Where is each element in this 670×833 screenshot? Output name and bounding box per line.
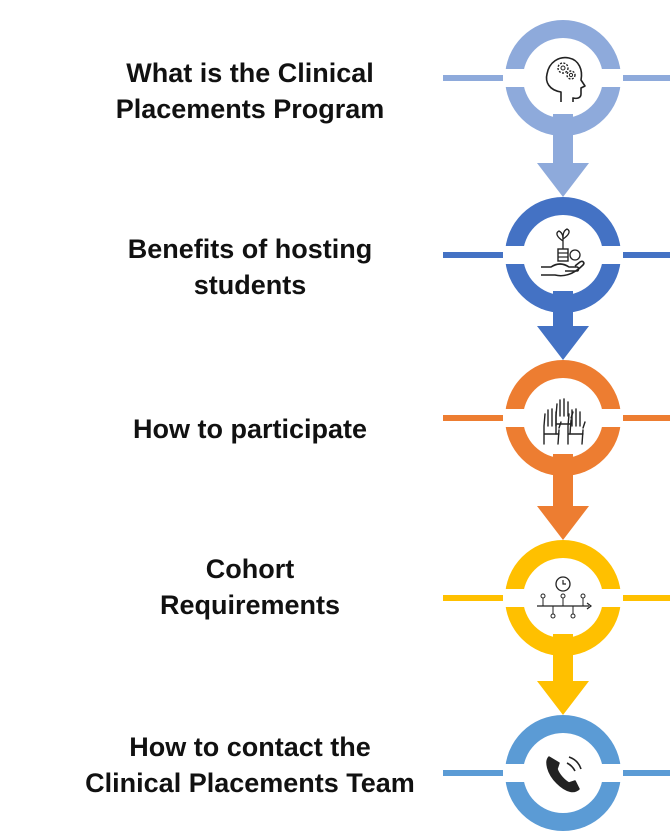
step-3-ring-inner	[523, 378, 603, 458]
arrow-step-3-to-step-4	[537, 454, 589, 540]
phone-icon	[546, 756, 582, 793]
step-5-ring-gap-right	[601, 764, 623, 782]
step-5-ring-gap-left	[503, 764, 525, 782]
timeline-clock-icon	[537, 576, 592, 619]
step-3-label-line-1: How to participate	[132, 414, 368, 444]
step-4-label-line-1: Cohort	[205, 554, 295, 584]
step-1-ring-gap-right	[601, 69, 623, 87]
step-5-label-line-2: Clinical Placements Team	[85, 768, 415, 798]
raised-hands-icon	[543, 398, 586, 445]
step-1-ring-gap-left	[503, 69, 525, 87]
step-1-label-line-1: What is the Clinical	[126, 58, 374, 88]
step-1-ring-inner	[523, 38, 603, 118]
step-1-label: What is the Clinical Placements Program	[60, 55, 440, 127]
step-5-label-line-1: How to contact the	[129, 732, 371, 762]
step-2-ring-inner	[523, 215, 603, 295]
step-2-ring-gap-right	[601, 246, 623, 264]
head-gears-icon	[545, 56, 586, 102]
step-2-label: Benefits of hosting students	[60, 231, 440, 303]
arrow-step-1-to-step-2	[537, 114, 589, 197]
arrow-step-2-to-step-3	[537, 291, 589, 360]
step-1-label-line-2: Placements Program	[115, 94, 385, 124]
step-4-ring-gap-right	[601, 589, 623, 607]
step-2-label-line-2: students	[193, 270, 307, 300]
step-3-ring-gap-left	[503, 409, 525, 427]
step-4-ring-gap-left	[503, 589, 525, 607]
step-4-label: Cohort Requirements	[60, 551, 440, 623]
step-5-ring-inner	[523, 733, 603, 813]
arrow-step-4-to-step-5	[537, 634, 589, 715]
step-3-ring-gap-right	[601, 409, 623, 427]
step-2-ring-gap-left	[503, 246, 525, 264]
step-2-label-line-1: Benefits of hosting	[127, 234, 373, 264]
hand-growth-money-icon	[541, 228, 585, 277]
step-3-label: How to participate	[60, 411, 440, 447]
step-4-label-line-2: Requirements	[159, 590, 341, 620]
step-5-label: How to contact the Clinical Placements T…	[60, 729, 440, 801]
